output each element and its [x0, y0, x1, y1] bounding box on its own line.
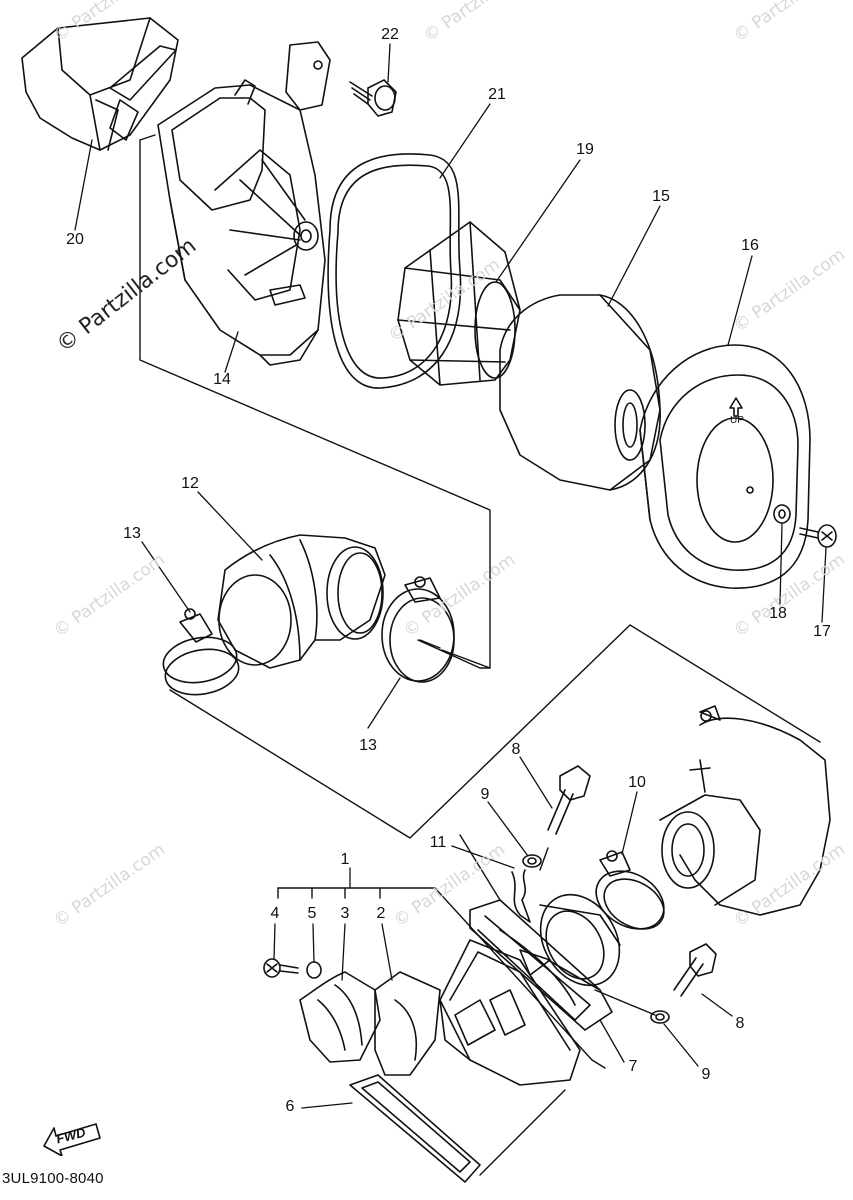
up-label: UP — [730, 415, 744, 426]
callout-1: 1 — [340, 851, 350, 868]
callout-21: 21 — [488, 86, 506, 103]
part-5-washer — [307, 962, 321, 978]
assembly-bracket-lines — [140, 135, 820, 1175]
callout-19: 19 — [576, 141, 594, 158]
callout-22: 22 — [381, 26, 399, 43]
callout-11: 11 — [429, 834, 447, 851]
part-8-bolt-lower — [674, 944, 716, 996]
callout-14: 14 — [213, 371, 231, 388]
part-12-joint-hose — [218, 535, 385, 668]
part-17-screw — [800, 525, 836, 547]
callout-3: 3 — [340, 905, 350, 922]
part-1-reed-valve-assy — [440, 940, 580, 1085]
callout-6: 6 — [285, 1098, 295, 1115]
part-22-bolt — [350, 80, 396, 116]
part-8-bolt-upper — [548, 766, 590, 834]
part-9-washer-upper — [523, 855, 541, 867]
callout-2: 2 — [376, 905, 386, 922]
callout-17: 17 — [813, 623, 831, 640]
part-4-screw — [264, 959, 298, 977]
callout-7: 7 — [628, 1058, 638, 1075]
callout-9-upper: 9 — [480, 786, 490, 803]
part-13-clamp-right — [382, 577, 454, 682]
part-10-clamp — [586, 851, 674, 941]
callout-16: 16 — [741, 237, 759, 254]
callout-8-upper: 8 — [511, 741, 521, 758]
leader-lines — [75, 44, 826, 1108]
callout-5: 5 — [307, 905, 317, 922]
callout-15: 15 — [652, 188, 670, 205]
callout-9-lower: 9 — [701, 1066, 711, 1083]
part-6-gasket — [350, 1075, 480, 1182]
part-18-washer — [774, 505, 790, 523]
callout-13-lower: 13 — [359, 737, 377, 754]
part-20-duct-cover — [22, 18, 178, 150]
part-19-element-guide — [398, 222, 520, 385]
callout-10: 10 — [628, 774, 646, 791]
part-16-cap — [640, 345, 810, 588]
part-14-air-box-case — [158, 42, 330, 365]
fwd-arrow-icon — [40, 1116, 104, 1156]
callout-4: 4 — [270, 905, 280, 922]
part-15-filter-element — [500, 295, 660, 490]
callout-8-lower: 8 — [735, 1015, 745, 1032]
part-13-clamp-left — [160, 609, 243, 700]
callout-13-upper: 13 — [123, 525, 141, 542]
callout-12: 12 — [181, 475, 199, 492]
part-9-washer-lower — [651, 1011, 669, 1023]
part-11-clip — [512, 870, 530, 922]
part-3-reed-stopper — [300, 972, 380, 1062]
callout-18: 18 — [769, 605, 787, 622]
carburetor-outline — [660, 706, 830, 915]
part-2-reed-plate — [375, 972, 440, 1075]
part-21-gasket — [328, 154, 460, 388]
diagram-code: 3UL9100-8040 — [2, 1170, 104, 1187]
callout-20: 20 — [66, 231, 84, 248]
